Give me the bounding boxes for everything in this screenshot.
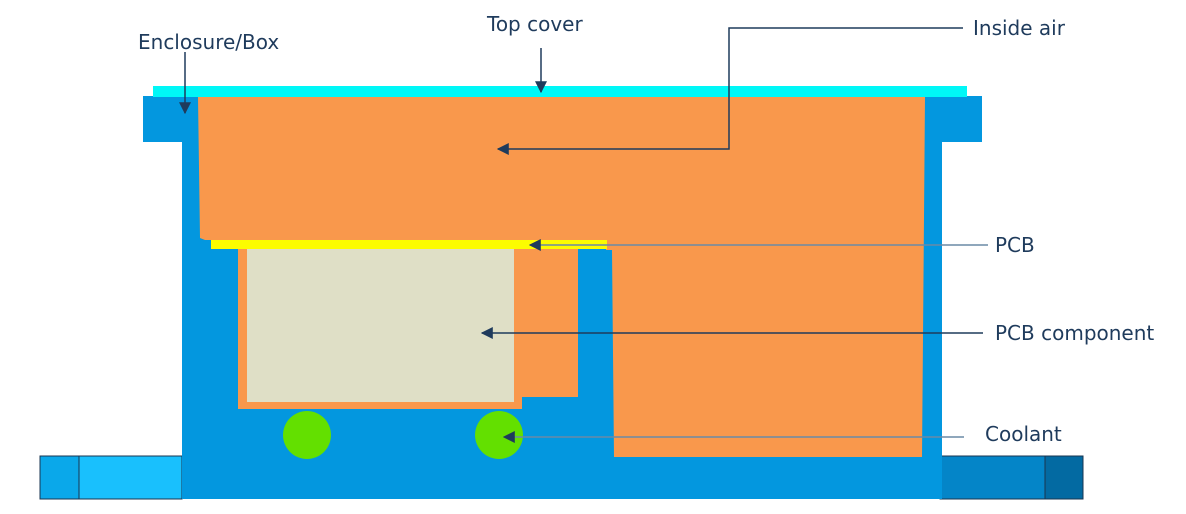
pcb-component-label: PCB component <box>995 321 1154 345</box>
pcb-component <box>247 249 514 402</box>
inside-air-label: Inside air <box>973 16 1066 40</box>
inside-air-upper <box>198 97 925 457</box>
inside-air-leader <box>496 27 963 155</box>
pcb-label: PCB <box>995 233 1035 257</box>
coolant-label: Coolant <box>985 422 1062 446</box>
top-cover-label: Top cover <box>486 12 583 36</box>
top-cover <box>153 86 967 97</box>
right-flange <box>939 455 1084 500</box>
enclosure-label: Enclosure/Box <box>138 30 279 54</box>
coolant-channel-left <box>283 411 331 459</box>
left-flange <box>39 455 183 500</box>
pcb <box>211 240 607 249</box>
coolant-channel-right <box>475 411 523 459</box>
